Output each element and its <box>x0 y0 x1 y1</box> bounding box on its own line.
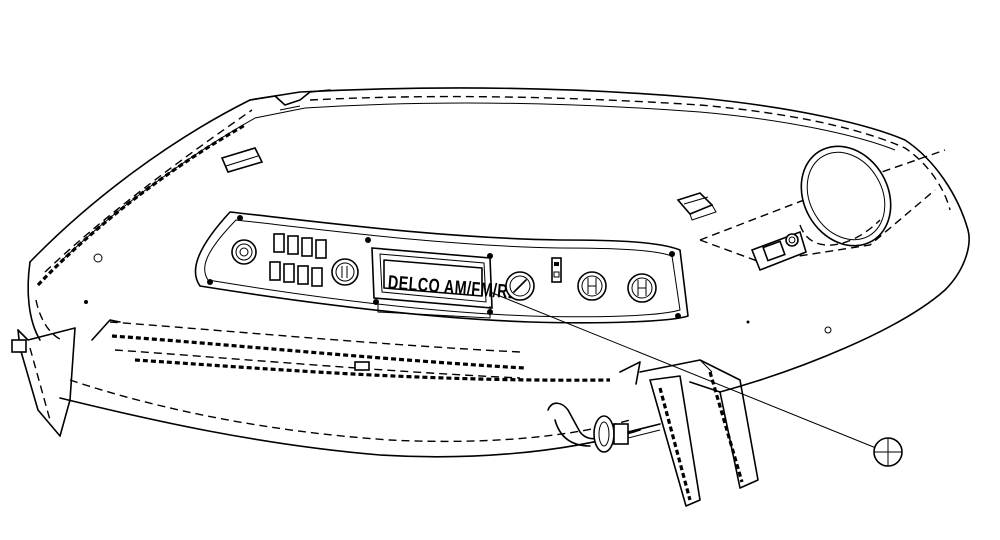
control-button <box>283 263 295 283</box>
dome-lamp-right <box>676 192 717 221</box>
control-button <box>301 237 313 257</box>
control-button <box>269 261 281 281</box>
callout-crosshair-icon <box>873 437 903 467</box>
control-knob-icon <box>331 258 359 286</box>
control-button <box>297 265 309 285</box>
small-toggle-icon <box>551 257 562 283</box>
control-button <box>273 233 285 253</box>
left-speaker-icon <box>231 239 257 265</box>
sunroof-opening <box>699 145 946 263</box>
headliner-shell <box>11 87 970 458</box>
reading-lamp-left-icon <box>577 271 607 301</box>
dome-lamp-left <box>220 147 264 173</box>
right-switch-assembly <box>750 230 807 272</box>
control-button-grid <box>269 233 327 287</box>
overhead-console <box>91 211 689 385</box>
control-button <box>315 239 327 259</box>
right-knob-icon <box>505 271 535 301</box>
reading-lamp-right-icon <box>627 273 657 303</box>
callout-leader <box>489 291 877 449</box>
control-button <box>311 267 323 287</box>
wiring-bracket <box>639 359 759 507</box>
wire-connector <box>547 402 661 453</box>
control-button <box>287 235 299 255</box>
